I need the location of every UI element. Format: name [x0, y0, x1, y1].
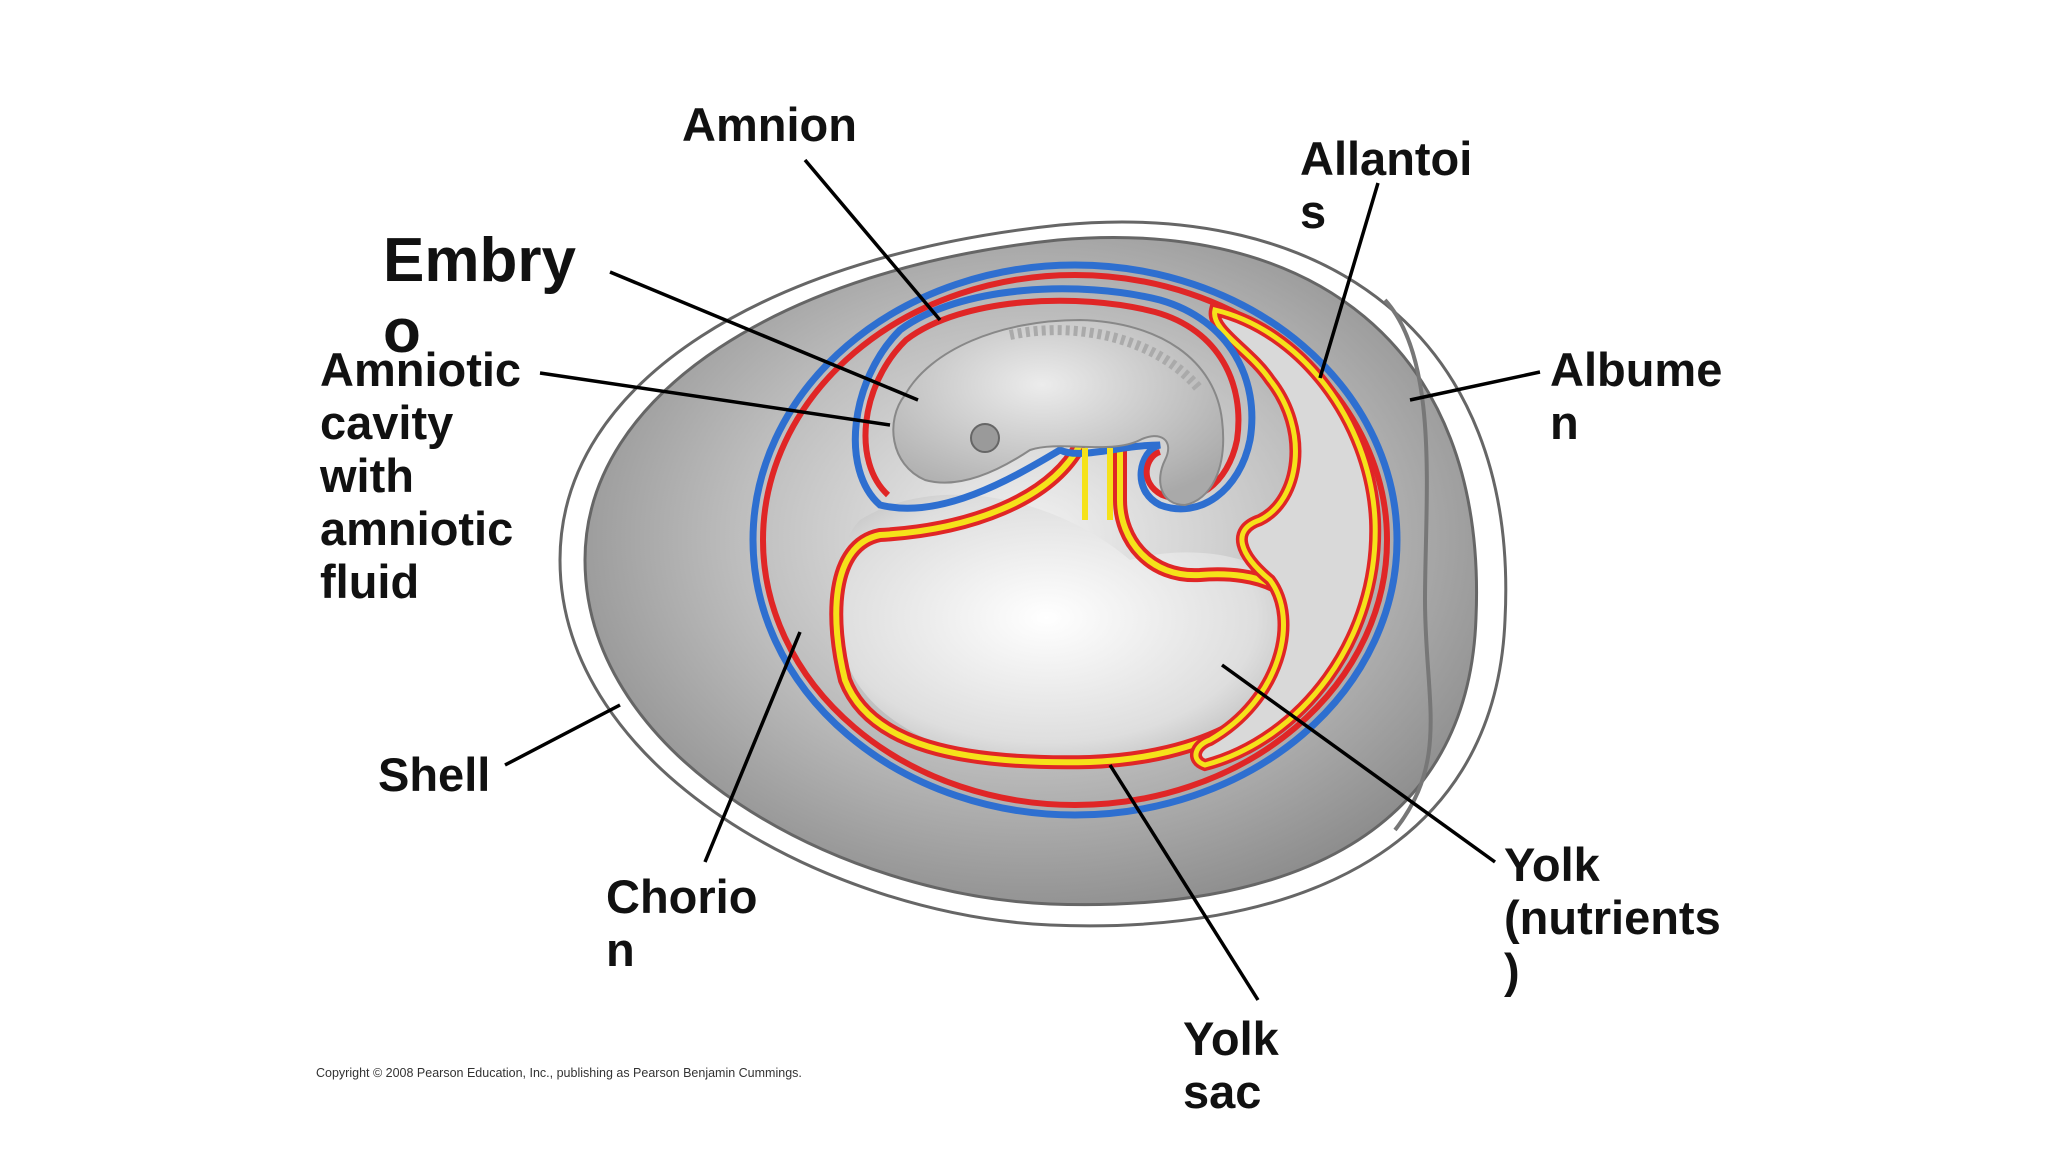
embryo-somites: [1008, 325, 1204, 394]
leader-yolk-sac: [1108, 764, 1260, 1001]
leader-lines: [504, 158, 1541, 1001]
label-amniotic-cavity: Amniotic cavity with amniotic fluid: [320, 343, 522, 608]
yolk-stalk: [1082, 448, 1113, 520]
leader-chorion: [703, 631, 802, 863]
label-yolk-sac: Yolk sac: [1183, 1012, 1279, 1118]
label-shell: Shell: [378, 748, 491, 801]
chorion-membrane: [749, 261, 1401, 819]
leader-albumen: [1409, 370, 1541, 402]
air-cell: [1383, 298, 1433, 832]
leader-amnion: [803, 158, 942, 322]
label-yolk-nutrients: Yolk (nutrients ): [1504, 838, 1721, 997]
leader-amniotic-cavity: [539, 371, 891, 427]
label-albumen: Albume n: [1550, 343, 1723, 449]
leader-allantois: [1318, 182, 1380, 379]
amnion-membrane: [851, 285, 1256, 513]
leader-shell: [504, 703, 621, 767]
label-amnion: Amnion: [682, 98, 857, 151]
leader-yolk: [1220, 663, 1497, 864]
label-allantois: Allantoi s: [1300, 132, 1473, 238]
yolk: [839, 494, 1300, 769]
chorion-inner-line: [760, 272, 1390, 808]
copyright-notice: Copyright © 2008 Pearson Education, Inc.…: [316, 1066, 802, 1080]
leader-embryo: [609, 270, 919, 402]
embryo: [892, 318, 1225, 507]
embryo-eye: [970, 423, 1000, 453]
label-embryo: Embry o: [383, 226, 576, 366]
label-chorion: Chorio n: [606, 870, 758, 976]
